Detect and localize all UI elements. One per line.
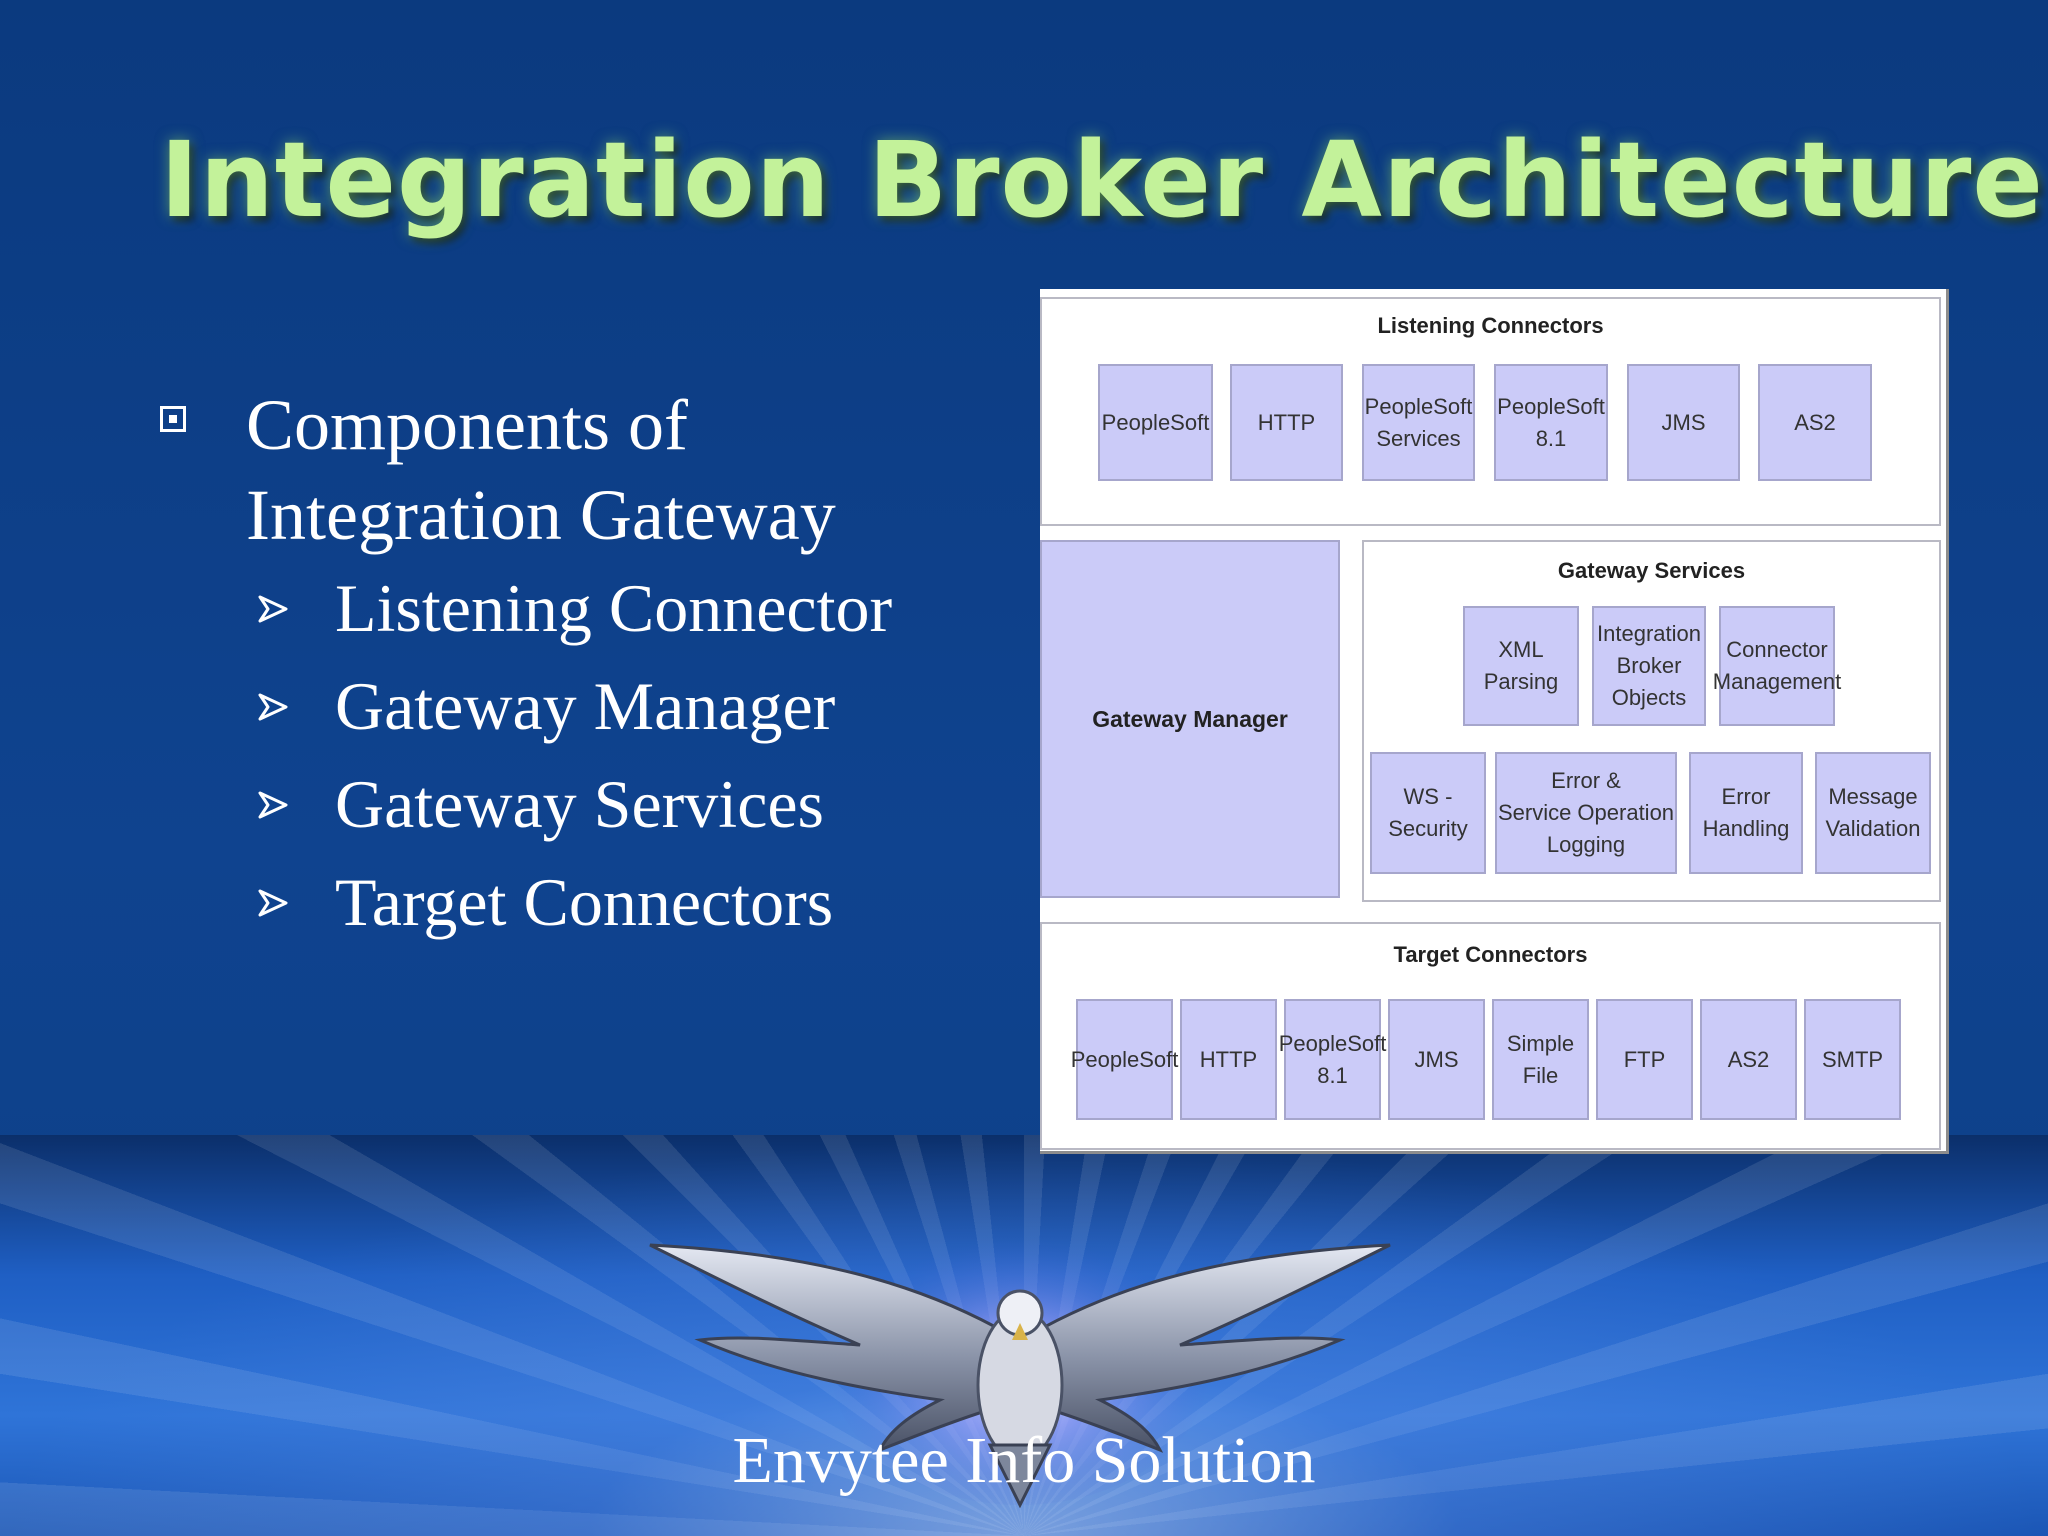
arrow-bullet-icon bbox=[258, 889, 288, 917]
listening-box-peoplesoft-81: PeopleSoft 8.1 bbox=[1494, 364, 1608, 481]
listening-box-as2: AS2 bbox=[1758, 364, 1872, 481]
target-connectors-panel: Target Connectors PeopleSoft HTTP People… bbox=[1040, 922, 1941, 1150]
target-box-smtp: SMTP bbox=[1804, 999, 1901, 1120]
target-box-as2: AS2 bbox=[1700, 999, 1797, 1120]
sub-bullet-gateway-services: Gateway Services bbox=[258, 764, 978, 844]
listening-box-peoplesoft-services: PeopleSoft Services bbox=[1362, 364, 1475, 481]
gs-box-ws-security: WS - Security bbox=[1370, 752, 1486, 874]
sub-bullet-text: Target Connectors bbox=[335, 864, 834, 940]
target-box-peoplesoft-81: PeopleSoft 8.1 bbox=[1279, 999, 1386, 1120]
arrow-bullet-icon bbox=[258, 693, 288, 721]
gateway-manager-box: Gateway Manager bbox=[1040, 540, 1340, 898]
sub-bullet-text: Listening Connector bbox=[335, 570, 893, 646]
target-box-peoplesoft: PeopleSoft bbox=[1071, 999, 1178, 1120]
sub-bullet-listening: Listening Connector bbox=[258, 568, 978, 648]
target-connectors-label: Target Connectors bbox=[1393, 942, 1588, 967]
listening-box-jms: JMS bbox=[1627, 364, 1740, 481]
square-bullet-icon bbox=[160, 406, 186, 432]
sub-bullet-text: Gateway Manager bbox=[335, 668, 836, 744]
listening-connectors-panel: Listening Connectors PeopleSoft HTTP Peo… bbox=[1040, 297, 1941, 526]
sub-bullet-gateway-manager: Gateway Manager bbox=[258, 666, 978, 746]
target-box-ftp: FTP bbox=[1596, 999, 1693, 1120]
gs-box-message-validation: Message Validation bbox=[1815, 752, 1931, 874]
footer-company: Envytee Info Solution bbox=[732, 1424, 1316, 1497]
target-box-jms: JMS bbox=[1388, 999, 1485, 1120]
gs-box-error-handling: Error Handling bbox=[1689, 752, 1803, 874]
eagle-logo-icon bbox=[649, 1225, 1391, 1509]
sub-bullet-text: Gateway Services bbox=[335, 766, 825, 842]
arrow-bullet-icon bbox=[258, 595, 288, 623]
bullet-main-text: Components of Integration Gateway bbox=[246, 385, 836, 555]
listening-box-http: HTTP bbox=[1230, 364, 1343, 481]
gs-box-xml-parsing: XML Parsing bbox=[1463, 606, 1579, 726]
gateway-services-label: Gateway Services bbox=[1557, 558, 1746, 583]
target-box-simple-file: Simple File bbox=[1492, 999, 1589, 1120]
slide-title: Integration Broker Architecture bbox=[160, 119, 2044, 241]
gs-box-connector-management: Connector Management bbox=[1713, 606, 1841, 726]
sub-bullet-target-connectors: Target Connectors bbox=[258, 862, 978, 942]
gateway-services-panel: Gateway Services XML Parsing Integration… bbox=[1362, 540, 1941, 902]
gs-box-integration-broker-objects: Integration Broker Objects bbox=[1592, 606, 1706, 726]
arrow-bullet-icon bbox=[258, 791, 288, 819]
architecture-diagram: Listening Connectors PeopleSoft HTTP Peo… bbox=[1040, 289, 1949, 1154]
target-box-http: HTTP bbox=[1180, 999, 1277, 1120]
gs-box-error-service-logging: Error & Service Operation Logging bbox=[1495, 752, 1677, 874]
listening-connectors-label: Listening Connectors bbox=[1377, 313, 1604, 338]
listening-box-peoplesoft: PeopleSoft bbox=[1098, 364, 1213, 481]
